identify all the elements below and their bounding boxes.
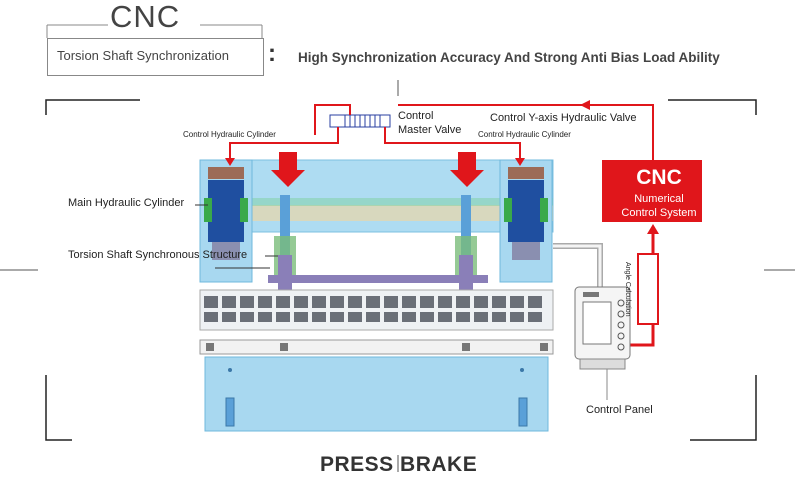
cnc-title: CNC — [110, 0, 181, 34]
connector-pipe — [553, 243, 603, 290]
cnc-control-box — [602, 160, 702, 222]
left-inner-rod — [280, 195, 290, 263]
label-control-y-axis-valve: Control Y-axis Hydraulic Valve — [490, 112, 637, 124]
left-cylinder-rod — [212, 242, 240, 260]
arrow-right-cylinder — [515, 158, 525, 166]
label-angle-calculation: Angle Calculation — [624, 262, 631, 317]
lower-bed — [204, 356, 549, 432]
upper-beam-green-stripe — [200, 198, 553, 206]
press-arrow-left — [271, 152, 305, 187]
cnc-box-line2: Control System — [621, 207, 697, 219]
right-cylinder-rod — [512, 242, 540, 260]
right-inner-rod — [461, 195, 471, 263]
control-panel-knob-1 — [617, 299, 625, 307]
label-control-hydraulic-cylinder-left: Control Hydraulic Cylinder — [183, 130, 276, 139]
subtitle-label: Torsion Shaft Synchronization — [57, 48, 229, 63]
leader-lines — [195, 204, 278, 269]
control-panel-knob-3 — [617, 321, 625, 329]
lower-bed-dot-left — [228, 368, 232, 372]
colon-mark: : — [268, 40, 276, 67]
control-panel-knob-5 — [617, 343, 625, 351]
lower-die-bolt-1 — [206, 343, 214, 351]
cnc-box-title: CNC — [636, 166, 682, 189]
right-cylinder-cap — [508, 167, 544, 179]
control-panel-knob-2 — [617, 310, 625, 318]
arrow-to-valve — [580, 100, 590, 110]
footer-title: PRESS BRAKE — [320, 453, 478, 476]
headline: High Synchronization Accuracy And Strong… — [298, 50, 720, 65]
arrow-left-cylinder — [225, 158, 235, 166]
press-arrow-right — [450, 152, 484, 187]
label-control-hydraulic-cylinder-right: Control Hydraulic Cylinder — [478, 130, 571, 139]
left-main-cylinder — [208, 180, 244, 242]
connector-pipe-inner — [553, 244, 602, 290]
label-control-panel: Control Panel — [586, 404, 653, 416]
lower-die-bolt-4 — [540, 343, 548, 351]
left-cylinder-seal-inner — [240, 198, 248, 222]
lower-die-bolt-2 — [280, 343, 288, 351]
right-main-cylinder — [508, 180, 544, 242]
control-panel-knob-4 — [617, 332, 625, 340]
label-main-hydraulic-cylinder: Main Hydraulic Cylinder — [68, 197, 185, 209]
label-control-master-valve-2: Master Valve — [398, 124, 462, 136]
tooling-blocks — [204, 296, 542, 322]
label-control-master-valve-1: Control — [398, 110, 434, 122]
subtitle-frame — [47, 38, 264, 76]
control-panel-screen — [582, 301, 612, 345]
valve-coils — [344, 115, 381, 127]
lower-bed-slot-left — [225, 397, 235, 427]
control-panel-stand — [579, 358, 626, 370]
right-cylinder-seal-inner — [540, 198, 548, 222]
left-cylinder-cap — [208, 167, 244, 179]
lower-bed-slot-right — [518, 397, 528, 427]
hydraulic-lines — [229, 104, 654, 160]
right-cylinder-seal-outer — [504, 198, 512, 222]
control-panel-label-strip — [583, 292, 599, 297]
angle-calculation-box — [637, 253, 659, 325]
lower-die-rail — [199, 339, 554, 355]
left-cylinder-seal-outer — [204, 198, 212, 222]
torsion-shaft — [268, 275, 488, 283]
arrow-to-cnc — [647, 224, 659, 234]
lower-bed-dot-right — [520, 368, 524, 372]
lower-die-bolt-3 — [462, 343, 470, 351]
corner-brackets — [45, 99, 757, 441]
cnc-box-line1: Numerical — [634, 193, 684, 205]
label-torsion-shaft-structure: Torsion Shaft Synchronous Structure — [68, 249, 248, 261]
